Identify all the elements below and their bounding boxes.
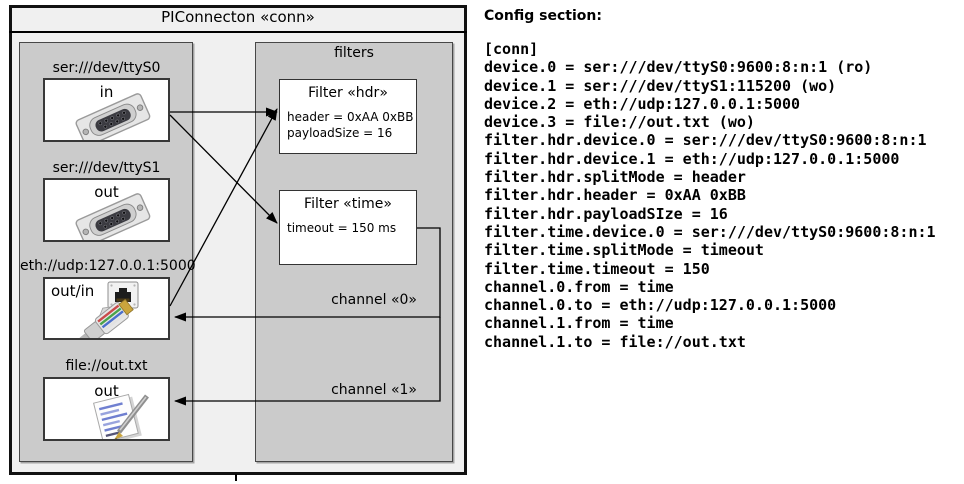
config-heading: Config section: xyxy=(484,8,602,24)
device-url-label-udp: eth://udp:127.0.0.1:5000 xyxy=(20,258,196,274)
serial-connector-icon xyxy=(75,193,151,240)
filter-box-time: Filter «time» timeout = 150 ms xyxy=(279,190,417,265)
bottom-center-tick xyxy=(235,474,237,481)
device-url-label-ttys1: ser:///dev/ttyS1 xyxy=(52,160,161,176)
device-direction: out/in xyxy=(51,282,95,300)
device-box-ttys1: out xyxy=(43,178,170,242)
notepad-pen-icon xyxy=(93,393,149,439)
device-direction: in xyxy=(99,83,114,101)
device-direction: out xyxy=(94,382,119,400)
filters-panel-title: filters xyxy=(334,45,374,61)
filter-properties: timeout = 150 ms xyxy=(287,221,397,235)
serial-connector-icon xyxy=(75,93,151,140)
config-lines: [conn] device.0 = ser:///dev/ttyS0:9600:… xyxy=(484,40,936,351)
diagram-title: PIConnecton «conn» xyxy=(9,5,467,33)
device-box-ttys0: in xyxy=(43,78,170,142)
config-section: Config section: [conn] device.0 = ser://… xyxy=(484,8,962,351)
ethernet-plug-icon xyxy=(79,298,134,338)
filter-name: Filter «time» xyxy=(304,196,392,212)
device-box-file: out xyxy=(43,377,170,441)
device-url-label-file: file://out.txt xyxy=(65,358,148,374)
channel-1-label: channel «1» xyxy=(331,382,417,398)
channel-0-label: channel «0» xyxy=(331,292,417,308)
device-direction: out xyxy=(94,183,119,201)
filter-name: Filter «hdr» xyxy=(308,85,388,101)
filter-properties: header = 0xAA 0xBB payloadSize = 16 xyxy=(287,110,414,140)
device-box-udp: out/in xyxy=(43,277,170,340)
filter-box-hdr: Filter «hdr» header = 0xAA 0xBB payloadS… xyxy=(279,79,417,154)
device-url-label-ttys0: ser:///dev/ttyS0 xyxy=(52,60,161,76)
